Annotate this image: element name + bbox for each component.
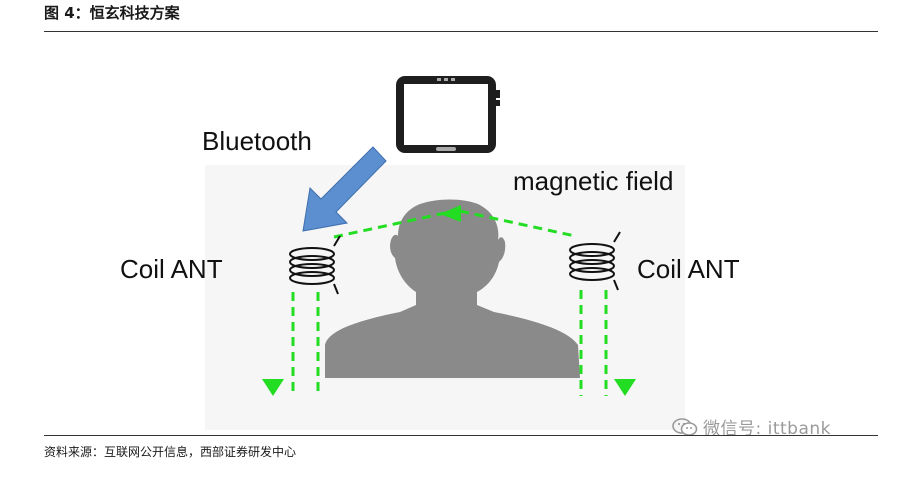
person-silhouette <box>325 199 580 378</box>
magnetic-field-label: magnetic field <box>513 166 674 196</box>
source-note: 资料来源：互联网公开信息，西部证券研发中心 <box>44 445 297 459</box>
wechat-icon <box>672 417 698 436</box>
coil-left-icon <box>289 235 341 295</box>
coil-right-label: Coil ANT <box>637 254 740 284</box>
tablet-icon <box>396 76 500 153</box>
bottom-divider <box>44 435 878 436</box>
field-arrow-left <box>262 379 284 396</box>
bluetooth-arrow <box>302 146 387 232</box>
figure-title: 图 4：恒玄科技方案 <box>44 4 180 22</box>
coil-right-icon <box>569 231 621 291</box>
watermark-text: 微信号: ittbank <box>703 419 832 439</box>
field-lines-right <box>579 290 608 396</box>
top-divider <box>44 31 878 32</box>
bluetooth-label: Bluetooth <box>202 126 312 156</box>
coil-left-label: Coil ANT <box>120 254 223 284</box>
field-lines-left <box>291 292 320 396</box>
magnetic-field-path <box>333 209 576 239</box>
field-arrow-right <box>614 379 636 396</box>
wechat-watermark: 微信号: ittbank <box>672 414 831 439</box>
magnetic-field-arrowhead <box>440 205 461 222</box>
